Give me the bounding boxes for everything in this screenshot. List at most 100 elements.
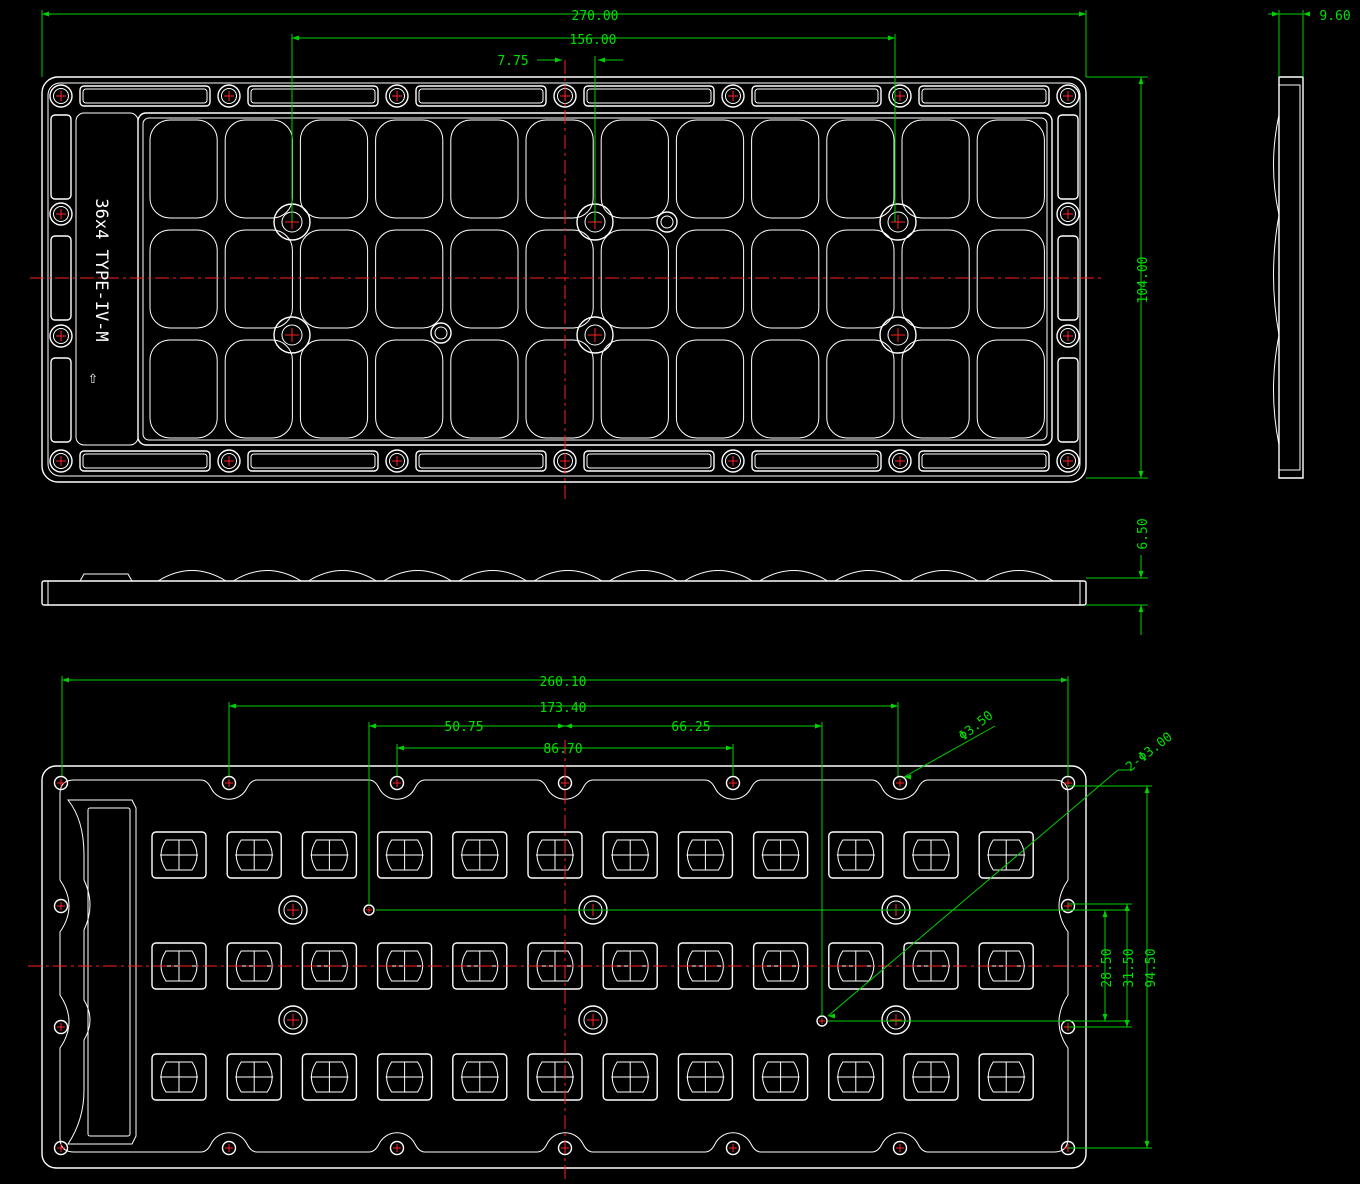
mid-plate: [41, 580, 1087, 606]
dim-arrow: [1138, 471, 1144, 478]
top-hole-l1-outer: [49, 324, 73, 348]
dim-arrow: [558, 723, 565, 729]
top-boss-in-5: [887, 324, 909, 346]
bot-boss-5: [881, 1005, 911, 1035]
bot-hole-3: [221, 1140, 237, 1156]
dim-arrow: [598, 57, 605, 63]
top-slot-b-in0: [82, 453, 208, 469]
bot-socket-shape-r1c4: [461, 950, 499, 982]
top-hole-b4-outer: [721, 449, 745, 473]
top-boss-in-2: [887, 211, 909, 233]
bot-socket-shape-r0c0: [160, 839, 198, 871]
top-lens-r0c6: [600, 119, 669, 219]
bot-boss-in-5: [886, 1010, 906, 1030]
bot-boss-in-4: [583, 1010, 603, 1030]
top-boss-in-4: [584, 324, 606, 346]
bot-socket-r0c6: [602, 831, 658, 879]
top-slot-t-in0: [82, 88, 208, 104]
top-boss-5: [879, 316, 917, 354]
bot-socket-shape-r0c9: [837, 839, 875, 871]
bot-socket-r0c4: [452, 831, 508, 879]
top-slot-b1: [247, 450, 379, 472]
bot-socket-r2c1: [226, 1053, 282, 1101]
dim-hole-span: 156.00: [570, 33, 617, 48]
top-lens-r2c8: [751, 339, 820, 439]
dim-arrow: [904, 774, 911, 780]
dim-arrow: [1138, 77, 1144, 84]
bot-socket-r0c7: [677, 831, 734, 879]
top-lens-r2c1: [224, 339, 293, 439]
top-hole-b5-inner: [892, 453, 908, 469]
top-slot-t5: [918, 85, 1050, 107]
bot-socket-r0c2: [301, 831, 358, 879]
top-slot-t3: [583, 85, 715, 107]
bot-socket-r0c8: [752, 831, 809, 879]
bot-hole-4: [389, 775, 405, 791]
bot-socket-r0c1: [226, 831, 282, 879]
dim-arrow: [292, 35, 299, 41]
bot-hole-12: [1060, 775, 1076, 791]
mid-lens-11: [984, 570, 1054, 582]
dim-arrow: [555, 57, 562, 63]
top-boss-2: [879, 203, 917, 241]
top-slot-l2: [50, 357, 72, 443]
bot-socket-shape-r2c9: [837, 1061, 875, 1093]
dim-arrow: [1079, 11, 1086, 17]
top-slot-b0: [79, 450, 211, 472]
top-lens-r0c7: [675, 119, 745, 219]
bot-socket-shape-r1c11: [987, 950, 1025, 982]
bot-socket-shape-r1c1: [235, 950, 273, 982]
top-hole-b1-inner: [221, 453, 237, 469]
top-slot-t-in4: [754, 88, 879, 104]
bot-hole-0: [53, 775, 69, 791]
mid-lens-7: [684, 570, 753, 582]
bot-hole-2: [221, 775, 237, 791]
bot-socket-shape-r0c6: [611, 839, 649, 871]
top-lens-r2c7: [675, 339, 745, 439]
top-hole-b4-inner: [725, 453, 741, 469]
top-lens-r1c11: [976, 229, 1045, 329]
dim-arrow: [229, 703, 236, 709]
bot-label-recess: [66, 799, 137, 1145]
mid-lens-2: [308, 570, 377, 582]
top-hole-t2-inner: [389, 88, 405, 104]
bot-socket-r0c5: [527, 831, 583, 879]
top-slot-r2: [1057, 357, 1079, 443]
top-slot-t-in3: [586, 88, 712, 104]
top-lens-r1c9: [826, 229, 895, 329]
top-slot-l0: [50, 114, 72, 200]
bot-boss-0: [278, 895, 308, 925]
top-lens-r1c6: [600, 229, 669, 329]
bot-hole-10: [892, 775, 908, 791]
dim-arrow: [565, 723, 572, 729]
bot-socket-shape-r2c7: [686, 1061, 724, 1093]
top-lens-r1c0: [149, 229, 218, 329]
bot-scallop-bottom: [59, 1132, 1069, 1153]
top-boss-3: [273, 316, 311, 354]
top-hole-t1-inner: [221, 88, 237, 104]
top-lens-r2c6: [600, 339, 669, 439]
top-slot-t2: [415, 85, 547, 107]
top-lens-r0c8: [751, 119, 820, 219]
bot-boss-in-0: [283, 900, 303, 920]
dim-arrow: [1303, 11, 1310, 17]
bot-socket-shape-r1c8: [762, 950, 800, 982]
top-slot-b-in3: [586, 453, 712, 469]
top-slot-b2: [415, 450, 547, 472]
dim-v-mid: 31.50: [1122, 948, 1137, 987]
top-hole-b6-inner: [1060, 453, 1076, 469]
dim-v-overall: 94.50: [1144, 948, 1159, 987]
top-slot-b-in2: [418, 453, 544, 469]
top-lens-r1c5: [525, 229, 594, 329]
bot-socket-shape-r2c6: [611, 1061, 649, 1093]
top-hole-b0-inner: [53, 453, 69, 469]
bot-socket-shape-r1c3: [386, 950, 424, 982]
dim-center-span: 86.70: [543, 742, 582, 757]
bot-socket-shape-r1c2: [310, 950, 348, 982]
top-lens-r0c5: [525, 119, 594, 219]
bot-socket-shape-r2c5: [536, 1061, 574, 1093]
bot-socket-r2c8: [752, 1053, 809, 1101]
bot-socket-r2c4: [452, 1053, 508, 1101]
top-lens-r0c4: [450, 119, 519, 219]
top-slot-b-in4: [754, 453, 879, 469]
